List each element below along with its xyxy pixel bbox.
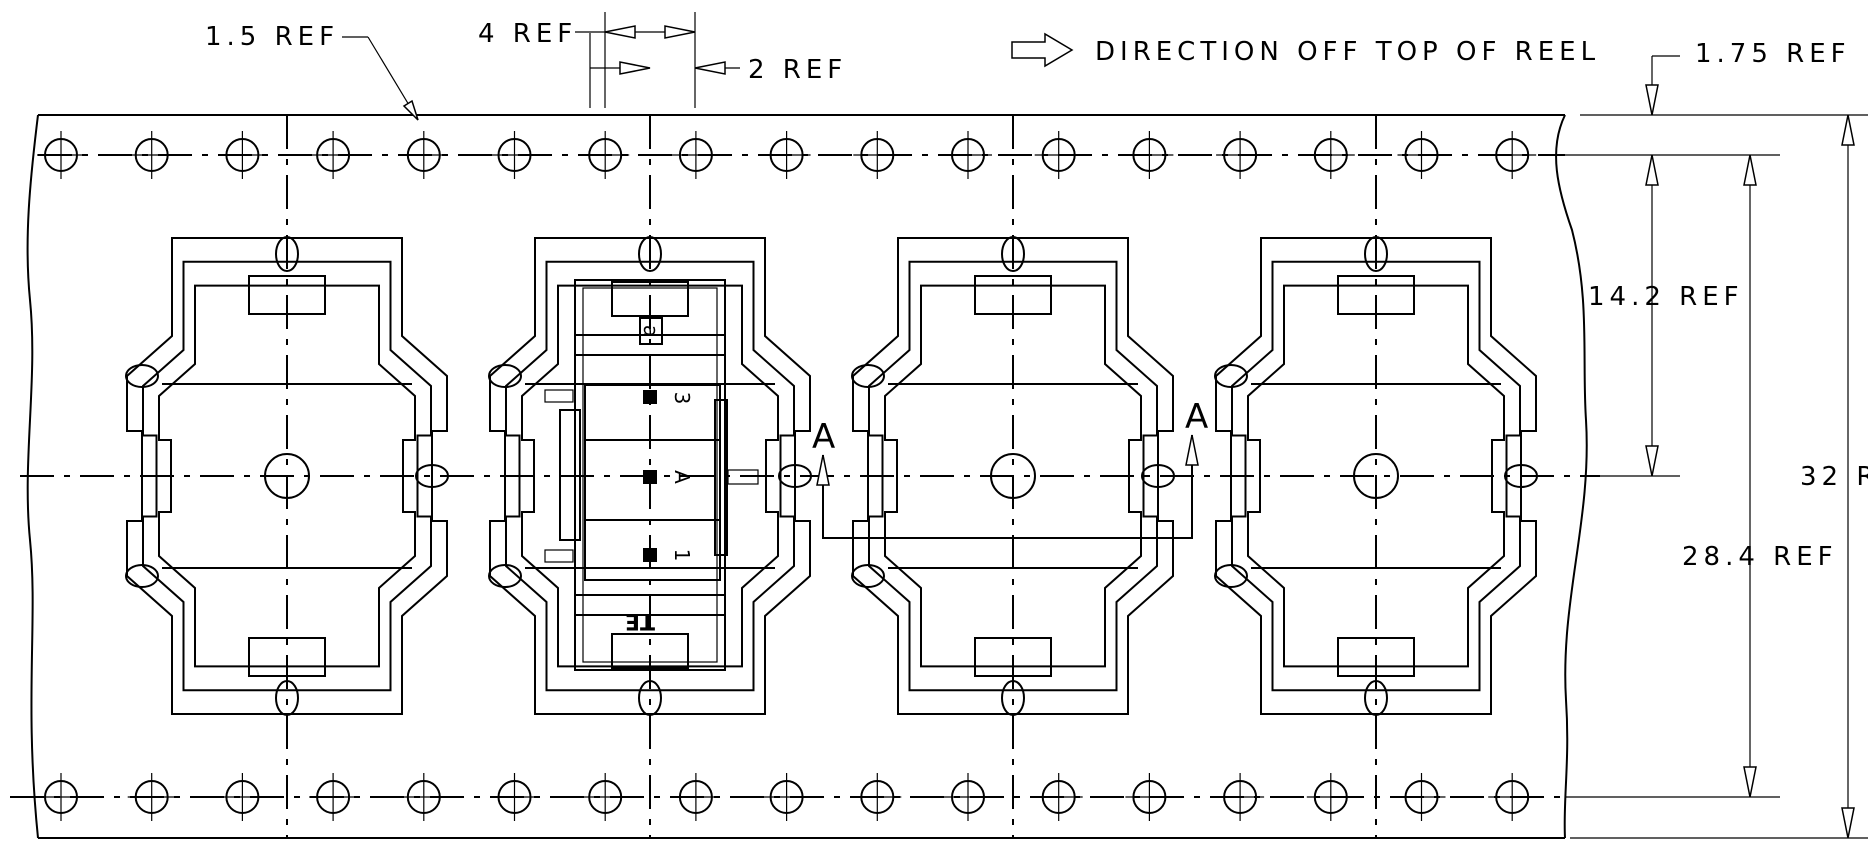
pin-1-mark: 1	[670, 549, 694, 562]
direction-label: DIRECTION OFF TOP OF REEL	[1095, 37, 1600, 67]
connector-component: a 3 A 1 TE	[544, 279, 759, 671]
dim-edge-offset: 1.75 REF	[1695, 39, 1851, 69]
dim-tape-width: 32 R	[1800, 462, 1868, 492]
pocket	[125, 236, 449, 716]
dim-offset: 2 REF	[748, 55, 847, 85]
pocket	[1214, 236, 1538, 716]
right-dimensions: 14.2 REF 28.4 REF 32 R	[1565, 114, 1868, 839]
top-dimensions: 1.5 REF 4 REF 2 REF DIRECTION OFF TOP OF…	[205, 12, 1851, 121]
pin-a-mark: A	[670, 470, 694, 484]
center-lines	[10, 115, 1600, 838]
dim-pitch-pocket: 4 REF	[478, 19, 577, 49]
brand-mark: TE	[625, 608, 655, 633]
section-label-left: A	[812, 417, 835, 457]
tape-outline	[26, 114, 1588, 839]
section-indicator: A A	[812, 397, 1208, 539]
dim-hole-spacing: 28.4 REF	[1682, 542, 1838, 572]
top-logo-mark: a	[639, 325, 663, 337]
dim-pitch-hole: 1.5 REF	[205, 22, 339, 52]
pin-3-mark: 3	[670, 392, 694, 405]
pocket	[851, 236, 1175, 716]
section-label-right: A	[1185, 397, 1208, 437]
dim-center-offset: 14.2 REF	[1588, 282, 1744, 312]
